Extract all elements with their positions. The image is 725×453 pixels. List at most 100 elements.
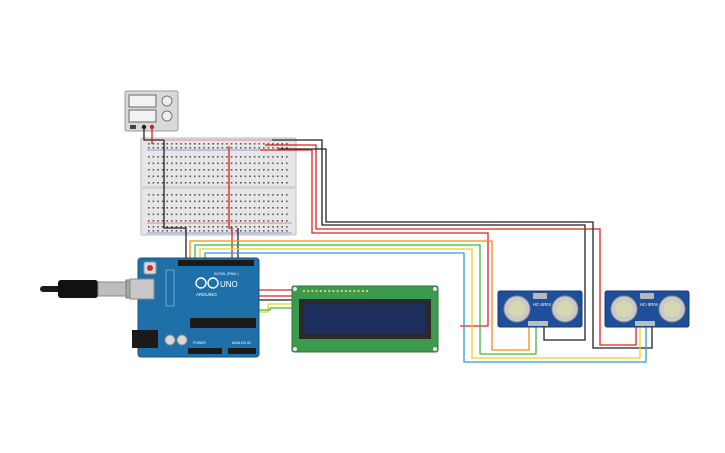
breadboard-hole[interactable] (198, 220, 201, 222)
breadboard-hole[interactable] (175, 147, 178, 149)
breadboard-hole[interactable] (157, 213, 159, 216)
breadboard-hole[interactable] (161, 169, 164, 171)
breadboard-hole[interactable] (235, 207, 237, 209)
breadboard-hole[interactable] (249, 194, 251, 196)
breadboard-hole[interactable] (189, 147, 191, 149)
usb-cable[interactable] (40, 279, 141, 299)
breadboard-hole[interactable] (203, 200, 205, 203)
wire-rail-red-sensor2[interactable] (260, 149, 489, 327)
breadboard-hole[interactable] (221, 162, 224, 165)
breadboard-hole[interactable] (207, 182, 210, 184)
breadboard-hole[interactable] (272, 213, 274, 216)
breadboard-hole[interactable] (198, 162, 201, 165)
breadboard-hole[interactable] (249, 200, 251, 203)
wire-bb-black-vertical[interactable] (163, 140, 187, 260)
breadboard-hole[interactable] (230, 200, 233, 203)
breadboard-hole[interactable] (249, 207, 251, 209)
breadboard-hole[interactable] (235, 147, 237, 149)
breadboard-hole[interactable] (240, 143, 242, 145)
breadboard-hole[interactable] (180, 162, 182, 165)
breadboard-hole[interactable] (194, 213, 196, 216)
breadboard-hole[interactable] (286, 147, 288, 149)
lcd-pin[interactable] (353, 289, 356, 293)
breadboard-hole[interactable] (276, 200, 279, 203)
breadboard-hole[interactable] (152, 200, 155, 203)
breadboard-hole[interactable] (207, 213, 210, 216)
breadboard-hole[interactable] (152, 207, 155, 209)
breadboard-hole[interactable] (240, 147, 242, 149)
lcd-pin[interactable] (340, 289, 343, 293)
breadboard-hole[interactable] (171, 156, 173, 158)
breadboard-hole[interactable] (276, 169, 279, 171)
breadboard-hole[interactable] (161, 147, 164, 149)
wire-yellow-trig2[interactable] (199, 248, 641, 359)
breadboard-hole[interactable] (157, 156, 159, 158)
breadboard-hole[interactable] (152, 182, 155, 184)
breadboard-hole[interactable] (217, 143, 219, 145)
breadboard-hole[interactable] (198, 200, 201, 203)
breadboard-hole[interactable] (157, 169, 159, 171)
breadboard-hole[interactable] (189, 213, 191, 216)
breadboard-hole[interactable] (157, 182, 159, 184)
breadboard-hole[interactable] (152, 156, 155, 158)
breadboard-hole[interactable] (240, 230, 242, 232)
lcd-display[interactable] (291, 285, 439, 353)
breadboard-hole[interactable] (161, 200, 164, 203)
breadboard-hole[interactable] (258, 226, 260, 228)
breadboard-hole[interactable] (253, 207, 256, 209)
breadboard-hole[interactable] (161, 226, 164, 228)
breadboard-hole[interactable] (226, 143, 228, 145)
breadboard-hole[interactable] (184, 162, 187, 165)
breadboard-hole[interactable] (152, 143, 155, 145)
breadboard-hole[interactable] (207, 207, 210, 209)
breadboard-hole[interactable] (235, 230, 237, 232)
breadboard-hole[interactable] (148, 226, 150, 228)
breadboard-hole[interactable] (166, 213, 168, 216)
wire-rail-black-sensor1[interactable] (272, 139, 586, 341)
breadboard-hole[interactable] (161, 162, 164, 165)
breadboard-hole[interactable] (157, 175, 159, 178)
breadboard-hole[interactable] (235, 220, 237, 222)
breadboard-hole[interactable] (152, 147, 155, 149)
breadboard-hole[interactable] (281, 182, 283, 184)
breadboard-hole[interactable] (207, 194, 210, 196)
breadboard-hole[interactable] (207, 200, 210, 203)
breadboard-hole[interactable] (253, 182, 256, 184)
breadboard-hole[interactable] (171, 162, 173, 165)
breadboard-hole[interactable] (263, 156, 265, 158)
breadboard-hole[interactable] (286, 226, 288, 228)
breadboard-hole[interactable] (281, 147, 283, 149)
breadboard-hole[interactable] (203, 175, 205, 178)
breadboard-hole[interactable] (189, 200, 191, 203)
breadboard-hole[interactable] (212, 207, 214, 209)
breadboard-hole[interactable] (148, 175, 150, 178)
breadboard-hole[interactable] (184, 147, 187, 149)
breadboard-hole[interactable] (189, 156, 191, 158)
breadboard-hole[interactable] (171, 169, 173, 171)
breadboard-hole[interactable] (148, 169, 150, 171)
breadboard-hole[interactable] (161, 220, 164, 222)
breadboard-hole[interactable] (161, 230, 164, 232)
breadboard-hole[interactable] (226, 226, 228, 228)
breadboard-hole[interactable] (272, 207, 274, 209)
breadboard-hole[interactable] (171, 213, 173, 216)
breadboard-hole[interactable] (175, 169, 178, 171)
lcd-pin[interactable] (357, 289, 360, 293)
breadboard-hole[interactable] (230, 207, 233, 209)
breadboard-hole[interactable] (180, 175, 182, 178)
breadboard-hole[interactable] (184, 156, 187, 158)
breadboard-hole[interactable] (180, 220, 182, 222)
breadboard-hole[interactable] (180, 169, 182, 171)
breadboard-hole[interactable] (235, 143, 237, 145)
breadboard-hole[interactable] (175, 194, 178, 196)
breadboard-hole[interactable] (249, 213, 251, 216)
breadboard-hole[interactable] (272, 182, 274, 184)
breadboard-hole[interactable] (258, 182, 260, 184)
breadboard-hole[interactable] (203, 182, 205, 184)
breadboard-hole[interactable] (194, 200, 196, 203)
breadboard-hole[interactable] (267, 156, 270, 158)
breadboard-hole[interactable] (281, 207, 283, 209)
breadboard-hole[interactable] (152, 220, 155, 222)
breadboard-hole[interactable] (189, 207, 191, 209)
